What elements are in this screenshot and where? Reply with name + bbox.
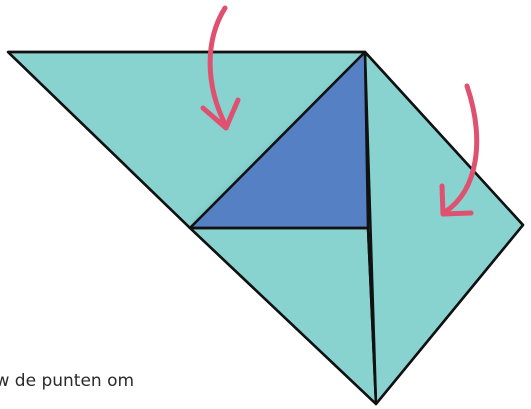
right-flap bbox=[363, 50, 525, 406]
fold-line bbox=[363, 51, 378, 405]
caption-text: Vouw de punten om bbox=[0, 371, 135, 391]
outline bbox=[7, 50, 525, 406]
fold-arrow-icon bbox=[200, 5, 241, 131]
fold-arrow-icon bbox=[439, 83, 480, 217]
